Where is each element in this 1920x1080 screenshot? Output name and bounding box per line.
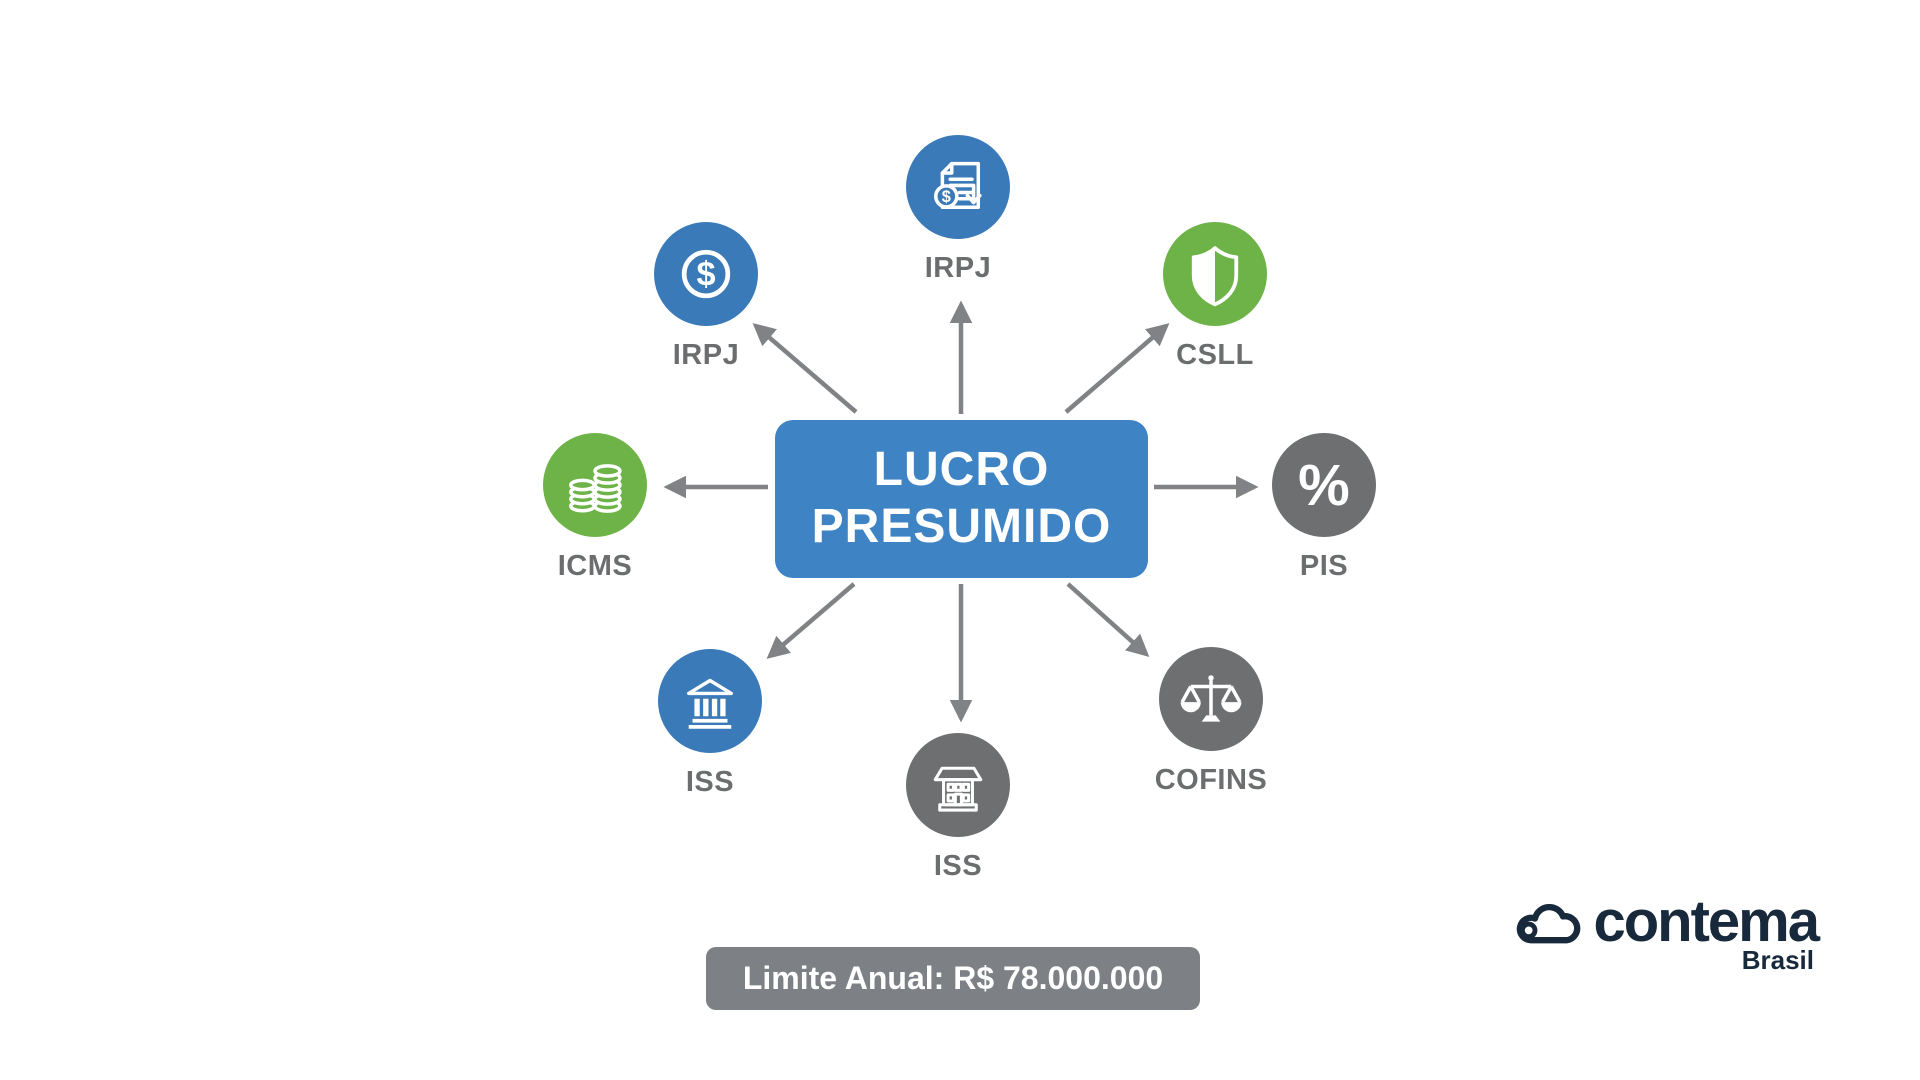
node-circle: % [1272,433,1376,537]
brand-text: contema [1593,889,1820,954]
node-label: ISS [933,850,983,882]
contema-brasil-logo: contema Brasil [1488,889,1820,975]
node-cofins: COFINS [1126,647,1296,797]
node-iss-building: ISS [873,733,1043,883]
node-label: IRPJ [924,252,992,284]
arrow-to-bottom-left [766,582,856,659]
node-irpj-top-left: $ IRPJ [621,222,791,372]
center-box-line2: PRESUMIDO [811,500,1112,553]
center-box-line1: LUCRO [873,443,1050,497]
node-label: CSLL [1176,339,1254,371]
center-box-lucro-presumido: LUCRO PRESUMIDO [775,420,1148,578]
annual-limit-text: Limite Anual: R$ 78.000.000 [742,960,1164,996]
node-circle: $ [906,135,1010,239]
node-circle: $ [654,222,758,326]
node-icms: ICMS [510,433,680,583]
node-circle [543,433,647,537]
node-pis: % PIS [1239,433,1409,583]
node-irpj-top: $ IRPJ [873,135,1043,285]
annual-limit-badge: Limite Anual: R$ 78.000.000 [706,947,1200,1010]
shield-icon [1191,246,1239,307]
node-circle [906,733,1010,837]
arrow-to-bottom-right [1066,582,1150,658]
building-icon [933,766,983,812]
region-text: Brasil [1741,945,1814,975]
node-csll: CSLL [1130,222,1300,372]
coin-stacks-icon [569,464,622,513]
percent-glyph: % [1298,453,1350,518]
dollar-coin-icon: $ [681,249,731,299]
scales-icon [1180,675,1242,722]
bank-icon [687,678,733,729]
invoice-money-download-icon: $ [934,161,982,210]
node-label: PIS [1299,550,1349,582]
node-label: COFINS [1154,764,1268,796]
node-label: IRPJ [672,339,740,371]
node-circle [1159,647,1263,751]
cloud-icon [1517,903,1581,944]
dollar-glyph: $ [942,188,951,206]
node-circle [658,649,762,753]
dollar-glyph: $ [696,256,715,294]
node-label: ISS [685,766,735,798]
node-iss-bank: ISS [625,649,795,799]
percent-icon: % [1298,453,1350,518]
node-label: ICMS [557,550,633,582]
node-circle [1163,222,1267,326]
